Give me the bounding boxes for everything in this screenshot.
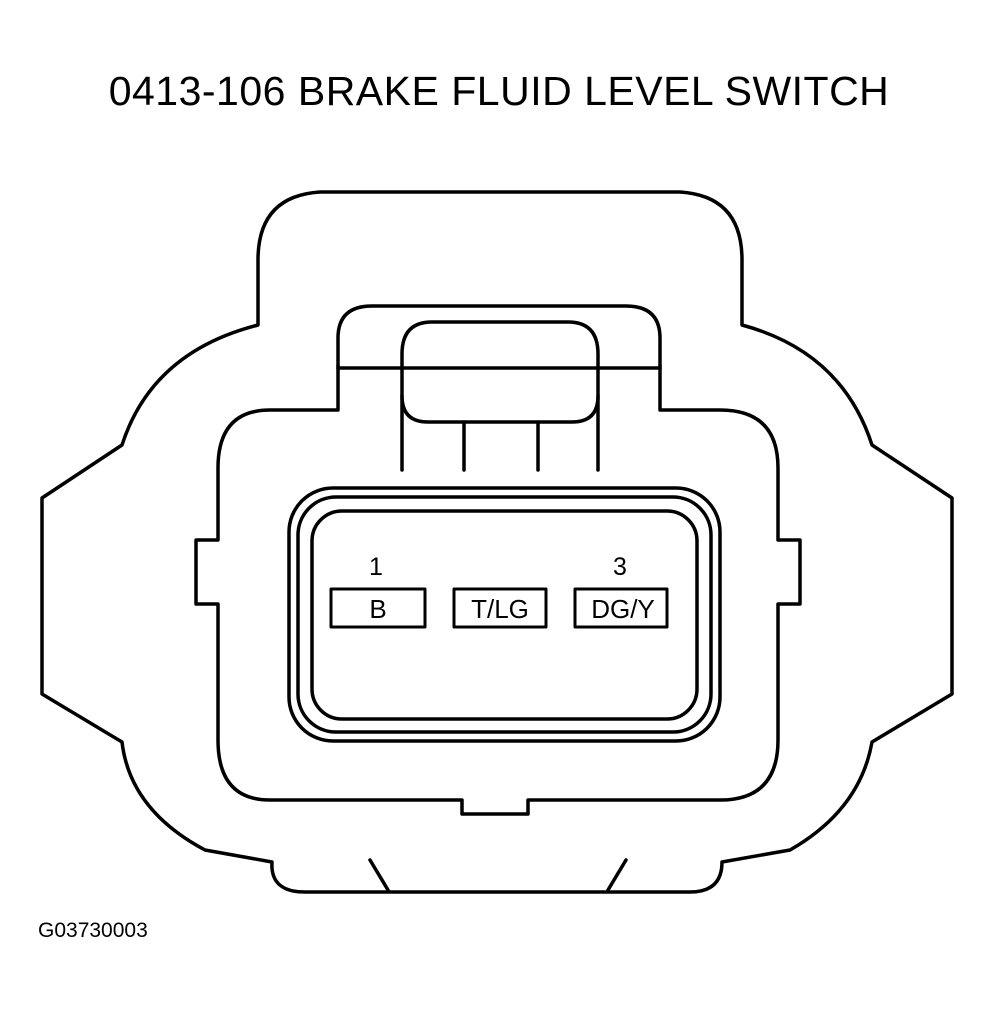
- figure-id: G03730003: [38, 919, 148, 942]
- pin-cavity-outer: [287, 486, 722, 743]
- pin-cavity-inner: [310, 509, 699, 721]
- pin-2-label-box: [452, 587, 548, 629]
- latch-outline: [400, 320, 600, 424]
- pin-1-number: 1: [369, 553, 383, 581]
- pin-3-wire-color: DG/Y: [591, 594, 655, 624]
- bottom-notch-left: [368, 858, 390, 892]
- connector-housing-outline: [40, 190, 954, 894]
- diagram-title: 0413-106 BRAKE FLUID LEVEL SWITCH: [108, 68, 890, 114]
- bottom-notch-right: [606, 858, 628, 892]
- pin-1-label-box: [329, 587, 427, 629]
- inner-housing-wall: [194, 364, 802, 816]
- pin-2-wire-color: T/LG: [471, 594, 529, 624]
- pin-cavity-middle: [296, 495, 713, 734]
- pin-1-wire-color: B: [369, 594, 386, 624]
- pin-3-label-box: [573, 587, 669, 629]
- pin-3-number: 3: [613, 553, 627, 581]
- locking-tab-outer: [336, 304, 662, 368]
